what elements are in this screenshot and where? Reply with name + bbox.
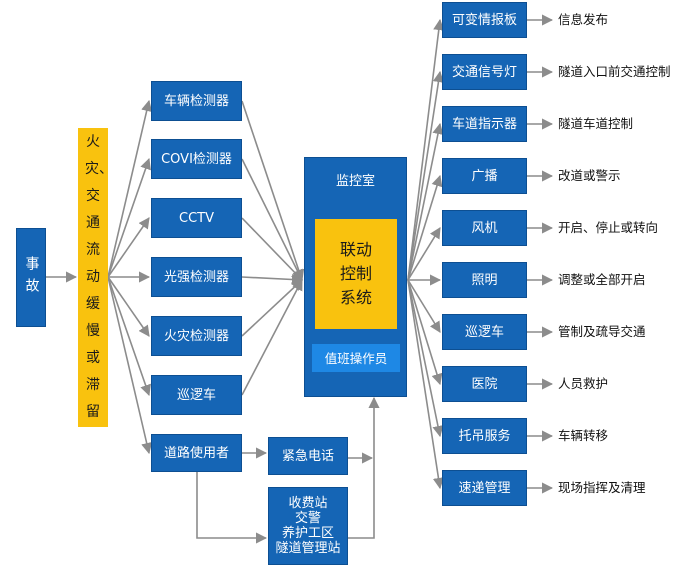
detector-vehicle: 车辆检测器 — [151, 81, 242, 121]
device-variable-message-sign: 可变情报板 — [442, 2, 527, 38]
detector-label: CCTV — [179, 210, 214, 226]
detector-label: COVI检测器 — [161, 151, 232, 167]
device-broadcast: 广播 — [442, 158, 527, 194]
detector-cctv: CCTV — [151, 198, 242, 238]
detector-light: 光强检测器 — [151, 257, 242, 297]
stations-box: 收费站 交警 养护工区 隧道管理站 — [268, 487, 348, 565]
arrow-control-to-device-7 — [407, 279, 441, 333]
arrow-users-to-stations — [196, 472, 268, 544]
device-label: 托吊服务 — [458, 428, 511, 444]
device-lane-indicator: 车道指示器 — [442, 106, 527, 142]
arrow-causes-to-detector-3 — [107, 217, 150, 278]
action-label: 开启、停止或转向 — [558, 220, 659, 235]
action-label: 隧道车道控制 — [558, 116, 634, 131]
arrow-detector-2-to-control — [241, 158, 303, 282]
arrow-causes-to-detector-7 — [107, 276, 153, 455]
system-line: 系统 — [339, 288, 372, 307]
action-label: 管制及疏导交通 — [558, 324, 646, 339]
event-label: 事故 — [23, 255, 40, 300]
device-hospital: 医院 — [442, 366, 527, 402]
device-label: 风机 — [471, 220, 498, 236]
action-label: 改道或警示 — [558, 168, 621, 183]
detector-label: 巡逻车 — [176, 387, 216, 403]
event-box: 事故 — [16, 228, 46, 327]
arrow-detector-5-to-control — [241, 279, 303, 337]
detector-covi: COVI检测器 — [151, 139, 242, 179]
device-label: 速递管理 — [458, 480, 511, 496]
causes-label: 火灾、交通流动缓慢或滞留 — [85, 134, 113, 420]
action-label: 调整或全部开启 — [558, 272, 646, 287]
device-fan: 风机 — [442, 210, 527, 246]
operator-box: 值班操作员 — [312, 344, 400, 372]
control-room-box: 监控室 联动 控制 系统 值班操作员 — [304, 157, 407, 397]
arrow-detector-4-to-control — [241, 273, 304, 286]
arrow-causes-to-detector-1 — [107, 99, 153, 278]
detector-label: 车辆检测器 — [163, 93, 229, 109]
arrow-control-to-device-3 — [407, 122, 444, 281]
device-express-management: 速递管理 — [442, 470, 527, 506]
device-label: 巡逻车 — [464, 324, 504, 340]
station-label: 隧道管理站 — [275, 541, 341, 556]
detector-road-users: 道路使用者 — [151, 434, 242, 472]
detector-label: 光强检测器 — [163, 269, 229, 285]
device-traffic-signal: 交通信号灯 — [442, 54, 527, 90]
emergency-phone-label: 紧急电话 — [281, 448, 334, 464]
device-patrol-car: 巡逻车 — [442, 314, 527, 350]
linkage-control-system: 联动 控制 系统 — [315, 219, 397, 329]
detector-fire: 火灾检测器 — [151, 316, 242, 356]
system-line: 联动 — [339, 240, 372, 259]
station-label: 收费站 — [288, 496, 328, 511]
device-label: 广播 — [471, 168, 498, 184]
emergency-phone-box: 紧急电话 — [268, 437, 348, 475]
arrow-control-to-device-5 — [407, 227, 441, 281]
detector-label: 火灾检测器 — [163, 328, 229, 344]
arrow-detector-6-to-control — [241, 279, 303, 396]
action-label: 隧道入口前交通控制 — [558, 64, 671, 79]
arrow-detector-1-to-control — [241, 100, 305, 282]
arrow-control-to-device-4 — [407, 174, 443, 281]
device-label: 照明 — [471, 272, 498, 288]
arrow-control-to-device-9 — [407, 279, 444, 438]
station-label: 交警 — [294, 511, 321, 526]
arrow-stations-to-control — [348, 396, 380, 539]
detector-patrol: 巡逻车 — [151, 375, 242, 415]
control-room-title: 监控室 — [335, 174, 375, 189]
arrow-control-to-device-10 — [407, 279, 445, 490]
action-label: 车辆转移 — [558, 428, 609, 443]
arrow-control-to-device-1 — [407, 18, 445, 281]
device-label: 可变情报板 — [451, 12, 517, 28]
causes-bar: 火灾、交通流动缓慢或滞留 — [78, 128, 113, 427]
action-label: 信息发布 — [558, 12, 609, 27]
arrow-causes-to-detector-6 — [107, 276, 151, 397]
device-lighting: 照明 — [442, 262, 527, 298]
device-label: 车道指示器 — [451, 116, 517, 132]
arrow-causes-to-detector-2 — [107, 157, 151, 278]
device-towing: 托吊服务 — [442, 418, 527, 454]
arrow-causes-to-detector-5 — [107, 276, 150, 337]
stations-list: 收费站 交警 养护工区 隧道管理站 — [275, 496, 340, 556]
detector-label: 道路使用者 — [163, 445, 229, 461]
system-line: 控制 — [339, 264, 372, 283]
action-label: 现场指挥及清理 — [558, 480, 646, 495]
station-label: 养护工区 — [281, 526, 334, 541]
device-label: 医院 — [471, 376, 498, 392]
action-label: 人员救护 — [558, 376, 609, 391]
arrow-detector-3-to-control — [241, 217, 303, 281]
arrow-control-to-device-2 — [407, 70, 445, 281]
device-label: 交通信号灯 — [451, 64, 517, 80]
arrow-control-to-device-8 — [407, 279, 443, 386]
